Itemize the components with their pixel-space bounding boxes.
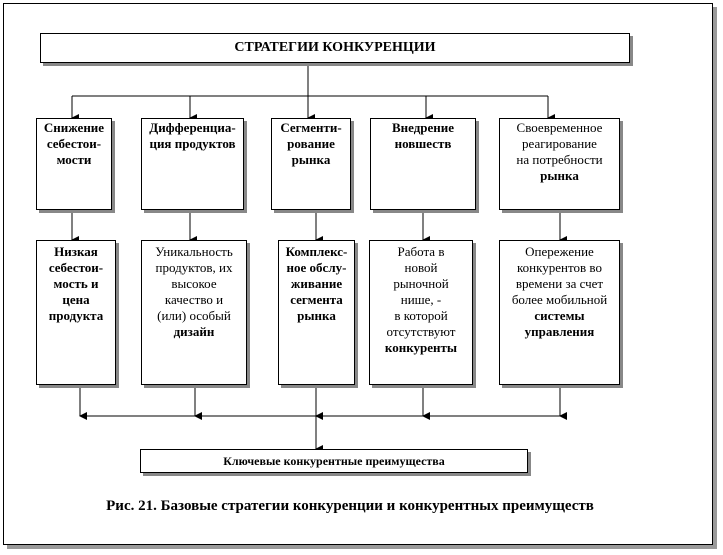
box-text-line: качество и (164, 292, 224, 307)
box-text-line: мости (56, 152, 92, 167)
box-text-line: управления (524, 324, 595, 339)
box-text-line: (или) особый (157, 308, 231, 323)
strategy-box-2: Дифференциа-ция продуктов (141, 118, 244, 210)
box-text-line: системы (534, 308, 585, 323)
box-text-line: живание (290, 276, 343, 291)
box-text-line: себестои- (48, 260, 104, 275)
box-text-line: рынка (291, 152, 331, 167)
box-text-line: высокое (171, 276, 217, 291)
box-text-line: Комплекс- (285, 244, 348, 259)
box-text-line: рынка (540, 168, 579, 183)
box-text-line: рынка (297, 308, 336, 323)
box-text-line: рыночной (393, 276, 449, 291)
box-text-line: продукта (48, 308, 104, 323)
box-text-line: Низкая (54, 244, 98, 259)
box-text-line: новой (404, 260, 438, 275)
box-text-line: конкурентов во (517, 260, 602, 275)
box-text-line: конкуренты (384, 340, 458, 355)
box-text-line: ное обслу- (286, 260, 347, 275)
box-text-line: времени за счет (515, 276, 604, 291)
box-text-line: в которой (394, 308, 448, 323)
box-text-line: дизайн (173, 324, 215, 339)
box-text-line: Дифференциа- (149, 120, 236, 135)
box-text-line: Внедрение (391, 120, 455, 135)
box-text-line: рование (287, 136, 335, 151)
box-text-line: мость и (53, 276, 99, 291)
box-text-line: Снижение (43, 120, 105, 135)
box-text-line: новшеств (394, 136, 452, 151)
figure-caption: Рис. 21. Базовые стратегии конкуренции и… (106, 498, 594, 514)
box-text-line: себестои- (46, 136, 102, 151)
box-text-line: ция продуктов (149, 136, 236, 151)
box-text-line: продуктов, их (155, 260, 233, 275)
box-text-line: реагирование (522, 136, 597, 151)
box-text-line: отсутствуют (386, 324, 456, 339)
box-text-line: цена (62, 292, 90, 307)
box-text-line: Опережение (525, 244, 594, 259)
box-text-line: на потребности (516, 152, 603, 167)
box-text-line: Уникальность (155, 244, 233, 259)
box-text-line: сегмента (290, 292, 343, 307)
key-advantages-box: Ключевые конкурентные преимущества (140, 449, 528, 473)
box-text-line: Своевременное (516, 120, 603, 135)
diagram-title: СТРАТЕГИИ КОНКУРЕНЦИИ (40, 33, 630, 63)
box-text-line: нише, - (400, 292, 442, 307)
box-text-line: более мобильной (511, 292, 608, 307)
box-text-line: Сегменти- (280, 120, 342, 135)
box-text-line: Работа в (397, 244, 445, 259)
